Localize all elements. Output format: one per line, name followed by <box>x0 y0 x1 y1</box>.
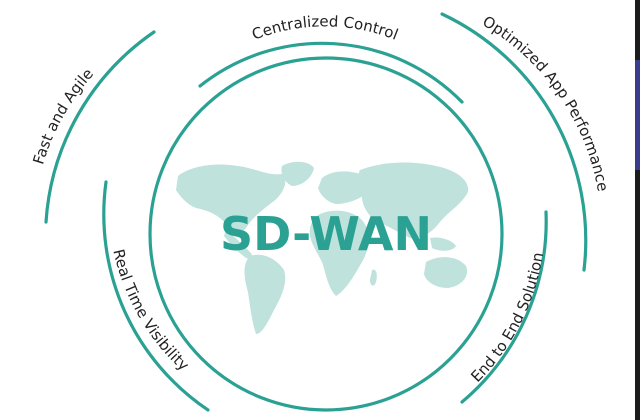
window-edge-strip <box>635 0 640 420</box>
map-north-america <box>176 164 286 233</box>
map-asia <box>357 162 469 239</box>
map-south-america <box>244 254 286 334</box>
arc-top-right <box>440 12 588 272</box>
arc-bottom-right <box>460 210 548 404</box>
label-fast-and-agile: Fast and Agile <box>29 65 97 167</box>
map-europe <box>318 171 369 204</box>
arc-top-left <box>44 30 156 224</box>
map-central-america <box>224 230 253 259</box>
map-se-asia <box>430 237 456 251</box>
inner-ring <box>148 56 504 412</box>
map-australia <box>424 257 468 288</box>
label-centralized-control: Centralized Control <box>249 12 400 43</box>
world-map-icon <box>176 161 469 334</box>
center-title: SD-WAN <box>220 207 432 261</box>
arc-top <box>198 41 464 104</box>
map-greenland <box>281 161 314 186</box>
map-africa <box>309 210 369 296</box>
map-madagascar <box>370 269 377 286</box>
arc-bottom-left <box>102 180 210 412</box>
